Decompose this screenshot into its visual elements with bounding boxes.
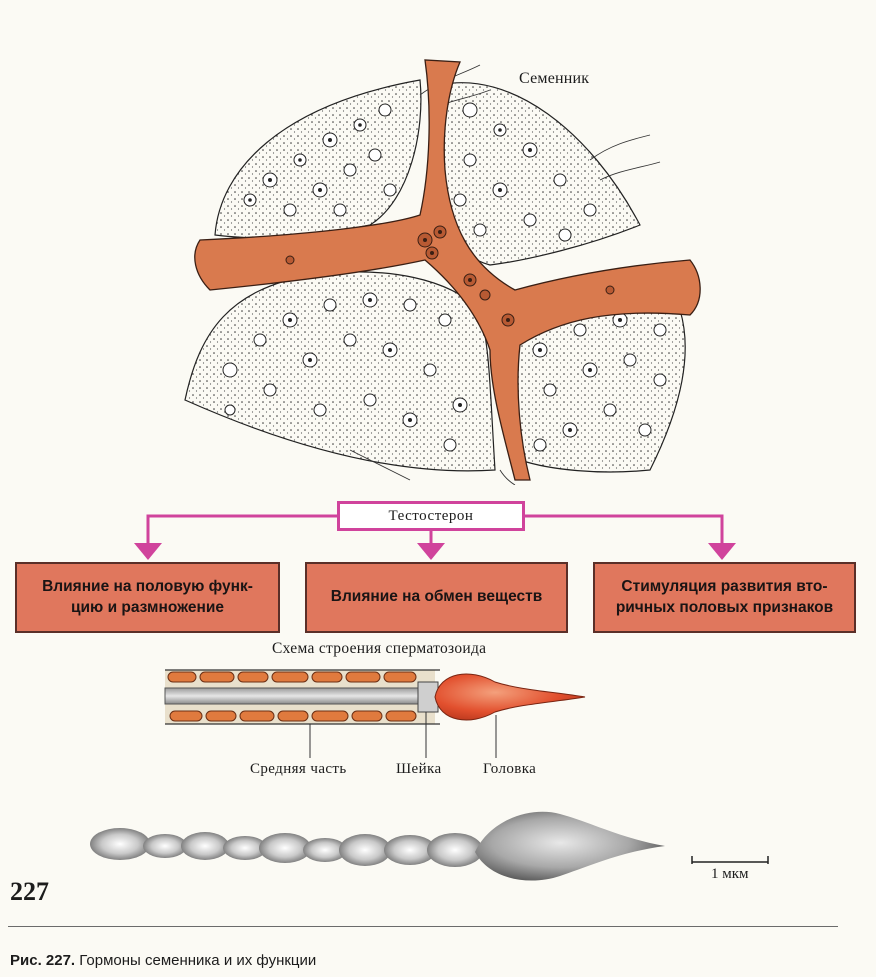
scale-bar xyxy=(691,856,769,864)
tubule-top-left xyxy=(214,79,422,239)
micrograph-head xyxy=(475,811,665,881)
mitochondria-bottom xyxy=(169,710,417,722)
effect-secondary-sex-traits: Стимуляция развития вто- ричных половых … xyxy=(593,562,856,633)
page-number: 227 xyxy=(10,877,49,906)
testis-label: Семенник xyxy=(519,70,590,87)
head-label: Головка xyxy=(483,761,537,777)
mitochondria-top xyxy=(167,671,417,683)
interstitial-tissue xyxy=(194,59,701,481)
midpiece-label: Средняя часть xyxy=(250,761,347,777)
neck-label: Шейка xyxy=(396,761,442,777)
caption-text: Гормоны семенника и их функции xyxy=(79,952,317,969)
effect-reproduction: Влияние на половую функ- цию и размножен… xyxy=(15,562,280,633)
germ-cell-nuclei xyxy=(248,123,622,432)
scale-bar-label: 1 мкм xyxy=(711,866,749,882)
sperm-schema-title: Схема строения сперматозоида xyxy=(272,640,487,657)
arrowhead-left xyxy=(134,543,162,560)
sperm-micrograph xyxy=(90,811,665,881)
testis-illustration xyxy=(184,59,701,485)
arrowhead-center xyxy=(417,543,445,560)
caption-divider xyxy=(8,926,838,927)
figure-caption: Рис. 227. Гормоны семенника и их функции xyxy=(10,952,316,969)
sperm-head xyxy=(434,673,586,721)
germ-cells xyxy=(222,102,667,452)
arrowhead-right xyxy=(708,543,736,560)
testosterone-box: Тестостерон xyxy=(337,501,525,531)
axial-filament xyxy=(164,687,441,705)
sperm-schema xyxy=(164,669,586,758)
caption-prefix: Рис. 227. xyxy=(10,952,76,969)
effect-metabolism: Влияние на обмен веществ xyxy=(305,562,568,633)
testosterone-label: Тестостерон xyxy=(388,507,474,524)
